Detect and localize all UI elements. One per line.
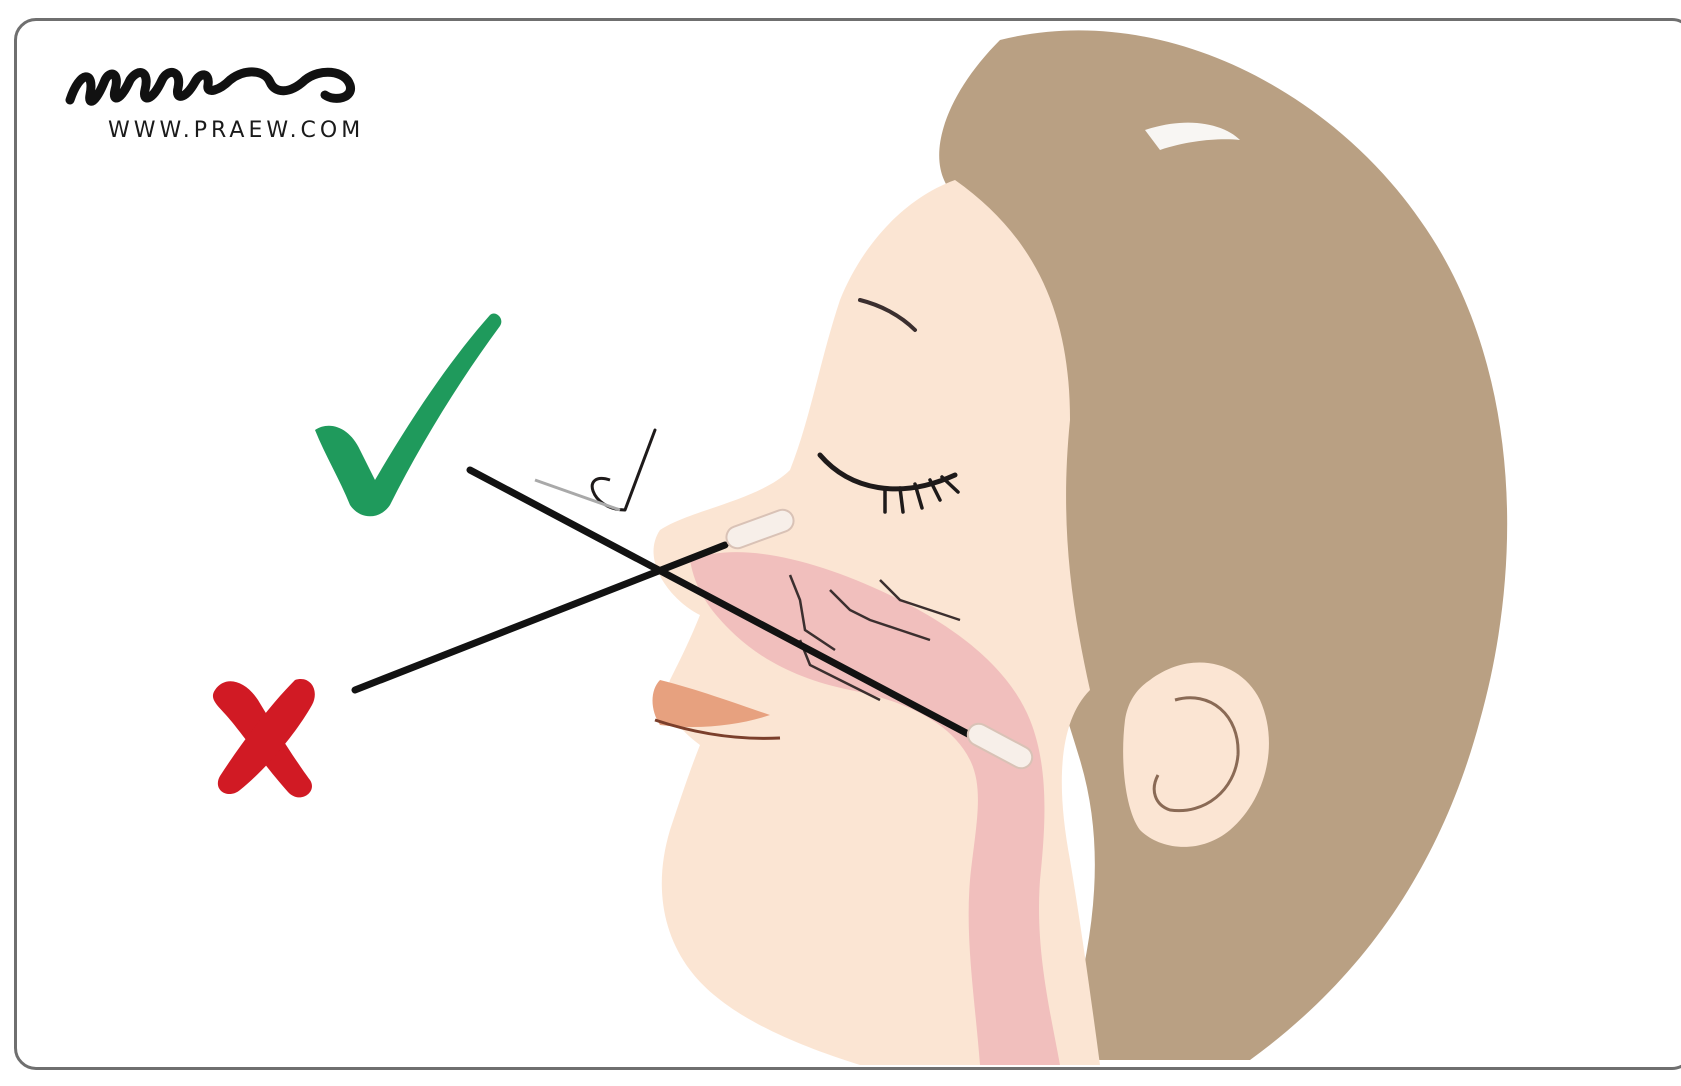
brand-website: WWW.PRAEW.COM [108, 118, 364, 143]
cross-mark-icon [213, 679, 315, 797]
check-mark-icon [315, 313, 501, 516]
angle-arc-icon [535, 430, 655, 510]
incorrect-swab-stick [355, 545, 725, 690]
